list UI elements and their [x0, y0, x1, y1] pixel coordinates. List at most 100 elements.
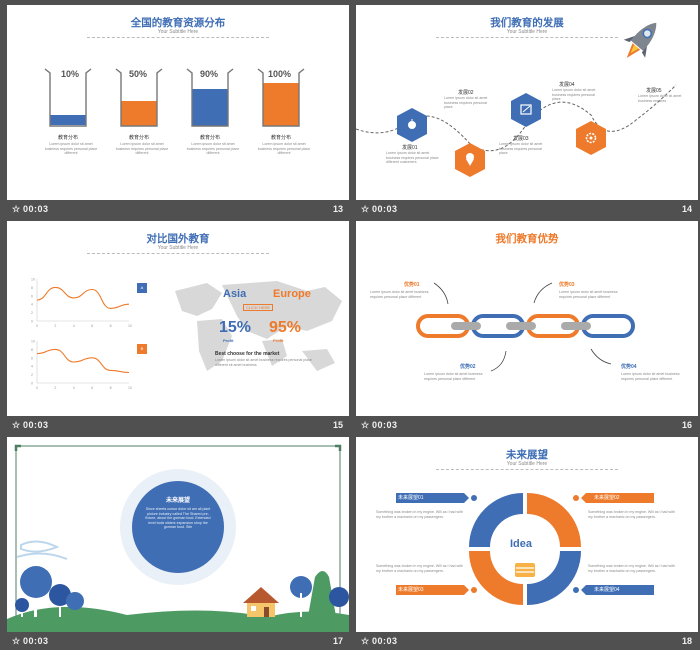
arrow-icon: [433, 282, 449, 305]
future-tag: 未来展望02: [594, 495, 620, 501]
x-tick-label: 6: [91, 324, 93, 328]
asia-profit: Profit: [223, 338, 234, 343]
step-label: 发展03: [513, 136, 529, 142]
europe-percent: 95%: [269, 319, 302, 336]
slide-timing: 00:03: [23, 636, 49, 646]
future-desc: Something was broken in my engine. Will …: [376, 564, 463, 573]
beaker-fill: [50, 115, 86, 125]
legend-badge-b: B: [137, 344, 147, 354]
beaker-fill: [263, 83, 299, 126]
slide-thumbnail-14[interactable]: 我们教育的发展 Your Subtitle Here 发展01 Lorem ip…: [356, 5, 698, 218]
asia-label: Asia: [223, 288, 247, 300]
document-icon: [520, 104, 532, 115]
inner-circle: [132, 481, 224, 573]
beaker-label: 教育分布: [58, 135, 79, 141]
apple-icon: [408, 119, 416, 129]
arrow-icon: [490, 350, 507, 372]
slide-thumbnail-13[interactable]: 全国的教育资源分布 Your Subtitle Here 10% 50% 90%: [7, 5, 349, 218]
slide-number: 17: [332, 636, 343, 646]
idea-diagram: [396, 493, 654, 605]
slide-subtitle: Your Subtitle Here: [157, 245, 199, 251]
chart-axis: [36, 341, 129, 384]
slide-footer: ☆ 00:03 18: [356, 632, 698, 650]
future-tag: 未来展望04: [594, 587, 620, 593]
slide-number: 14: [681, 204, 692, 214]
y-tick-label: 2: [31, 373, 33, 377]
divider: [87, 37, 269, 38]
slide-timing: 00:03: [23, 420, 49, 430]
world-map: [175, 281, 342, 371]
slide-timing: 00:03: [372, 420, 398, 430]
x-tick-label: 2: [54, 324, 56, 328]
y-tick-label: 10: [31, 278, 35, 282]
x-tick-label: 6: [91, 386, 93, 390]
slide-thumbnail-18[interactable]: 未来展望 Your Subtitle Here Idea 未来展望01 未来展望…: [356, 437, 698, 650]
x-tick-label: 8: [110, 324, 112, 328]
series-line: [36, 286, 130, 309]
chart-axis: [36, 279, 129, 322]
slide-title: 我们教育优势: [495, 233, 559, 245]
tree-icon: [290, 571, 349, 622]
beaker-percent: 100%: [268, 69, 292, 79]
step-desc: Lorem ipsum dolor sit amet business requ…: [499, 142, 543, 156]
slide-thumbnail-17[interactable]: 未来展望 Since sheets cursor dolor sit am al…: [7, 437, 349, 650]
beaker-4: [257, 68, 305, 127]
advantage-desc: Lorem ipsum dolor sit amet business requ…: [370, 290, 429, 299]
slide-canvas: 我们教育优势 优势01 Lorem ipsum dolor sit amet b…: [356, 221, 698, 416]
future-desc: Something was broken in my engine. Will …: [588, 564, 675, 573]
beaker-3: [186, 68, 234, 127]
star-icon: ☆: [361, 204, 370, 214]
slide-thumbnail-16[interactable]: 我们教育优势 优势01 Lorem ipsum dolor sit amet b…: [356, 221, 698, 434]
slide-number: 16: [681, 420, 692, 430]
europe-profit: Profit: [273, 338, 284, 343]
slide-footer: ☆ 00:03 16: [356, 416, 698, 434]
star-icon: ☆: [12, 636, 21, 646]
beaker-desc: Lorem ipsum dolor sit amet business requ…: [186, 142, 240, 156]
y-tick-label: 8: [31, 348, 33, 352]
slide-timing: 00:03: [23, 204, 49, 214]
slide-number: 18: [681, 636, 692, 646]
click-tag: CLICK HERE: [243, 304, 274, 311]
slide-number: 15: [332, 420, 343, 430]
advantage-label: 优势03: [559, 282, 575, 288]
beaker-percent: 90%: [200, 69, 219, 79]
step-desc: Lorem ipsum dolor sit amet business requ…: [386, 151, 439, 165]
timeline: [356, 22, 677, 177]
y-tick-label: 4: [31, 365, 33, 369]
circle-text: Since sheets cursor dolor sit am all pla…: [145, 507, 211, 530]
y-tick-label: 2: [31, 311, 33, 315]
future-tag: 未来展望01: [398, 495, 424, 501]
y-tick-label: 10: [31, 340, 35, 344]
beaker-2: [115, 68, 163, 127]
y-tick-label: 0: [31, 382, 33, 386]
slide-title: 我们教育的发展: [490, 17, 564, 29]
slide-footer: ☆ 00:03 15: [7, 416, 349, 434]
advantage-label: 优势01: [404, 282, 420, 288]
advantage-label: 优势04: [621, 364, 637, 370]
lightbulb-icon: [515, 563, 535, 577]
beaker-desc: Lorem ipsum dolor sit amet business requ…: [257, 142, 311, 156]
beaker-label: 教育分布: [200, 135, 221, 141]
slide-canvas: 未来展望 Since sheets cursor dolor sit am al…: [7, 437, 349, 632]
beaker-percent: 10%: [61, 69, 80, 79]
arrow-icon: [590, 348, 612, 365]
divider: [87, 253, 269, 254]
y-tick-label: 6: [31, 356, 33, 360]
beaker-fill: [192, 89, 228, 126]
y-tick-label: 8: [31, 286, 33, 290]
advantage-desc: Lorem ipsum dolor sit amet business requ…: [621, 372, 680, 381]
y-tick-label: 0: [31, 320, 33, 324]
beaker-percent: 50%: [129, 69, 148, 79]
beaker-fill: [121, 101, 157, 126]
slide-footer: ☆ 00:03 14: [356, 200, 698, 218]
asia-percent: 15%: [219, 319, 252, 336]
x-tick-label: 10: [128, 386, 132, 390]
slide-canvas: 我们教育的发展 Your Subtitle Here 发展01 Lorem ip…: [356, 5, 698, 200]
section-heading: Best choose for the market: [215, 351, 280, 357]
legend-badge-a: A: [137, 283, 147, 293]
beaker-chart: [44, 68, 305, 127]
idea-label: Idea: [510, 538, 533, 550]
